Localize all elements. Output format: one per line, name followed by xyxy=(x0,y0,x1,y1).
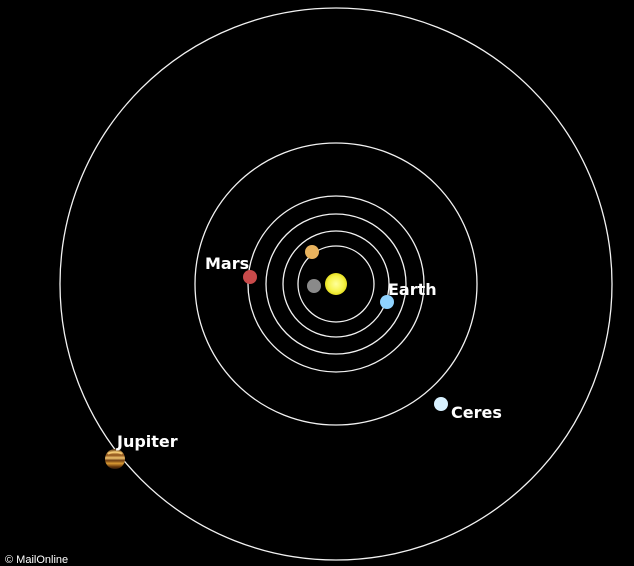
jupiter-highlight xyxy=(107,451,123,455)
venus-planet xyxy=(305,245,319,259)
ceres-dwarf-planet xyxy=(434,397,448,411)
mailonline-credit: © MailOnline xyxy=(5,554,68,566)
earth-orbit xyxy=(265,213,407,355)
jupiter-planet xyxy=(105,449,125,469)
mercury-orbit xyxy=(297,245,375,323)
mars-label: Mars xyxy=(205,254,249,273)
jupiter-label: Jupiter xyxy=(116,432,178,451)
sun xyxy=(325,273,347,295)
venus-orbit xyxy=(282,230,390,338)
earth-label: Earth xyxy=(388,280,437,299)
ceres-orbit xyxy=(194,142,478,426)
earth-planet xyxy=(380,295,394,309)
mercury-planet xyxy=(307,279,321,293)
jupiter-orbit xyxy=(59,7,613,561)
mars-orbit xyxy=(247,195,425,373)
ceres-label: Ceres xyxy=(451,403,502,422)
mars-planet xyxy=(243,270,257,284)
